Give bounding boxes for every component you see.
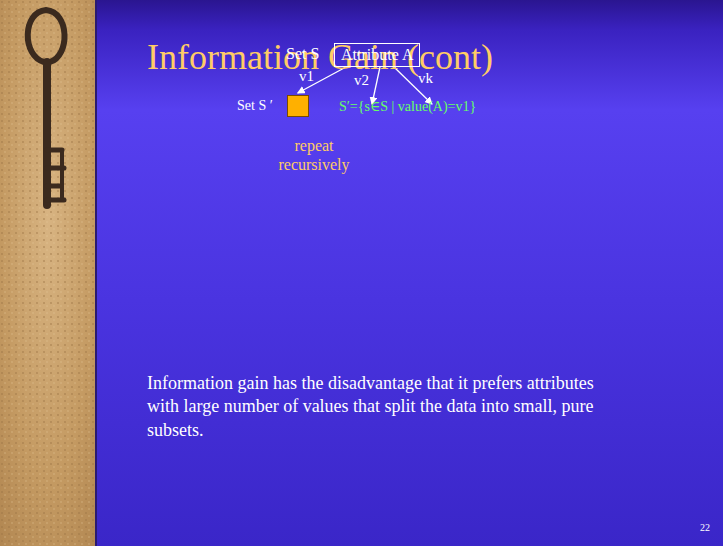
subset-name: Set S ′: [237, 98, 273, 114]
recursion-note: repeat recursively: [273, 136, 355, 174]
subset-formula: S′={s∈S | value(A)=v1}: [339, 98, 476, 115]
subset-node: Set S ′: [237, 95, 309, 117]
subset-name-wrap: Set S ′: [237, 98, 273, 114]
branch-label: v1: [299, 68, 314, 85]
slide-number: 22: [700, 522, 710, 533]
attribute-box: Attribute A: [334, 43, 420, 67]
body-paragraph: Information gain has the disadvantage th…: [147, 372, 617, 442]
key-strip: [0, 0, 97, 546]
branch-label: vk: [418, 70, 433, 87]
attribute-name: Attribute A: [341, 46, 413, 64]
subset-square: [287, 95, 309, 117]
set-label: Set S: [286, 45, 319, 63]
branch-label: v2: [354, 72, 369, 89]
slide-title: Information Gain (cont): [147, 36, 493, 78]
